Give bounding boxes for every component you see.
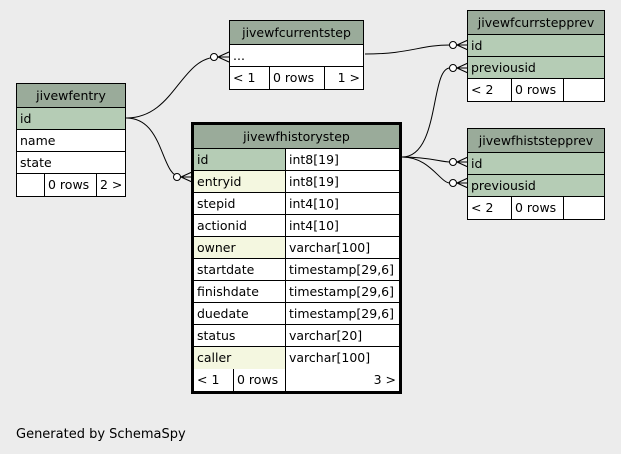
edge-currentstep-currstepprev	[364, 44, 451, 55]
column-name: owner	[194, 237, 286, 258]
column-id: id	[20, 111, 32, 126]
column-type: int8[19]	[289, 152, 339, 167]
column-name: stepid	[194, 193, 286, 214]
column-name: actionid	[194, 215, 286, 236]
edge-historystep-histstepprev-prev	[401, 156, 451, 184]
column-name: name	[20, 133, 56, 148]
children-count: 1 >	[337, 70, 360, 85]
row-count: 0 rows	[512, 79, 564, 101]
column-name: duedate	[194, 303, 286, 324]
edge-historystep-currstepprev	[401, 67, 451, 158]
table-title: jivewfhistorystep	[194, 125, 399, 149]
edge-entry-currentstep	[125, 56, 219, 119]
column-type: varchar[100]	[289, 350, 371, 365]
column-type: timestamp[29,6]	[289, 284, 395, 299]
column-type: int4[10]	[289, 196, 339, 211]
column-previousid: previousid	[471, 178, 536, 193]
column-state: state	[20, 155, 52, 170]
parents-count: < 1	[194, 369, 234, 391]
table-jivewfhiststepprev[interactable]: jivewfhiststepprev id previousid < 2 0 r…	[467, 128, 605, 220]
column-id: id	[471, 156, 483, 171]
column-previousid: previousid	[471, 60, 536, 75]
table-title: jivewfentry	[17, 84, 125, 108]
generated-by-label: Generated by SchemaSpy	[16, 427, 186, 442]
column-type: varchar[20]	[289, 328, 363, 343]
parents-count: < 2	[468, 197, 512, 219]
crowfoot-markers	[180, 39, 469, 189]
empty-cell	[564, 79, 604, 101]
parents-count: < 1	[230, 67, 270, 89]
column-name: startdate	[194, 259, 286, 280]
column-id: id	[471, 38, 483, 53]
column-type: varchar[100]	[289, 240, 371, 255]
column-type: timestamp[29,6]	[289, 262, 395, 277]
row-count: 0 rows	[512, 197, 564, 219]
edge-entry-historystep	[125, 117, 182, 178]
column-type: int8[19]	[289, 174, 339, 189]
column-type: timestamp[29,6]	[289, 306, 395, 321]
parents-count	[17, 174, 45, 196]
row-count: 0 rows	[45, 174, 97, 196]
table-jivewfcurrstepprev[interactable]: jivewfcurrstepprev id previousid < 2 0 r…	[467, 10, 605, 102]
row-count: 0 rows	[270, 67, 325, 89]
column-type: int4[10]	[289, 218, 339, 233]
column-name: id	[194, 149, 286, 170]
children-count: 2 >	[100, 177, 123, 192]
children-count: 3 >	[373, 372, 396, 387]
table-title: jivewfhiststepprev	[468, 129, 604, 153]
column-name: entryid	[194, 171, 286, 192]
row-count: 0 rows	[234, 369, 286, 391]
empty-cell	[564, 197, 604, 219]
table-title: jivewfcurrentstep	[230, 21, 363, 45]
column-ellipsis: ...	[233, 48, 245, 63]
table-title: jivewfcurrstepprev	[468, 11, 604, 35]
column-name: status	[194, 325, 286, 346]
table-jivewfentry[interactable]: jivewfentry id name state 0 rows 2 >	[16, 83, 126, 197]
column-name: caller	[194, 347, 286, 369]
column-name: finishdate	[194, 281, 286, 302]
parents-count: < 2	[468, 79, 512, 101]
table-jivewfcurrentstep[interactable]: jivewfcurrentstep ... < 1 0 rows 1 >	[229, 20, 364, 90]
